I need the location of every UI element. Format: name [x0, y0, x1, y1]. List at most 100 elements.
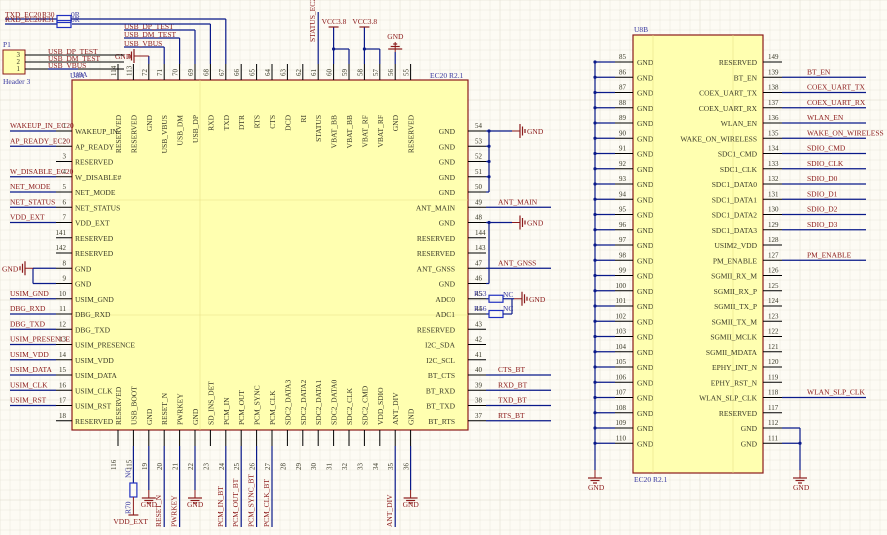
pin-number: 103	[616, 328, 627, 336]
pin-name: SDC2_CLK	[345, 387, 354, 425]
pin-name: GND	[637, 302, 654, 311]
resistor-r56[interactable]	[488, 309, 504, 319]
net-label-bt_en: BT_EN	[807, 67, 831, 76]
pin-number: 69	[187, 69, 195, 77]
gnd-label: GND	[387, 32, 404, 41]
pin-name: DCD	[283, 114, 292, 130]
pin-name: GND	[637, 73, 654, 82]
header-pin-number: 3	[17, 51, 21, 59]
pin-number: 124	[768, 297, 779, 305]
pin-name: SDC2_DATA2	[299, 380, 308, 425]
resistor-r30[interactable]	[56, 14, 72, 24]
pin-number: 45	[475, 290, 483, 298]
net-label-wake_on_wireless: WAKE_ON_WIRELESS	[807, 128, 884, 137]
pin-name: SGMII_TX_P	[714, 302, 757, 311]
pin-name: RESERVED	[417, 234, 456, 243]
u8a-body[interactable]	[71, 79, 469, 431]
pin-number: 30	[310, 463, 318, 471]
pin-number: 46	[475, 275, 483, 283]
net-label-pm_enable: PM_ENABLE	[807, 250, 852, 259]
pin-number: 39	[475, 381, 483, 389]
pin-number: 67	[218, 69, 226, 77]
gnd-label: GND	[527, 127, 544, 136]
u8b-designator: U8B	[634, 25, 648, 34]
pin-name: GND	[637, 317, 654, 326]
pin-number: 8	[63, 259, 67, 267]
pin-number: 53	[475, 137, 483, 145]
net-label-usim_gnd: USIM_GND	[10, 289, 49, 298]
pin-name: SDC2_DATA3	[283, 380, 292, 425]
net-label-pwrkey: PWRKEY	[170, 495, 179, 527]
schematic-elements: 1WAKEUP_INWAKEUP_IN_EC202AP_READYAP_READ…	[2, 0, 884, 527]
net-label-usb-dm-test: USB_DM_TEST	[124, 30, 177, 39]
pin-name: GND	[439, 280, 456, 289]
pin-name: GND	[637, 394, 654, 403]
junction-dot	[362, 47, 366, 51]
pin-name: RESERVED	[114, 386, 123, 425]
pin-number: 15	[59, 366, 67, 374]
resistor-r53[interactable]	[488, 294, 504, 303]
net-label-sdio_d1: SDIO_D1	[807, 189, 838, 198]
pin-name: GND	[637, 424, 654, 433]
pin-name: RESERVED	[114, 114, 123, 153]
pin-name: PWRKEY	[176, 393, 185, 425]
pin-number: 95	[619, 206, 627, 214]
pin-name: BT_RTS	[428, 417, 455, 426]
pin-number: 2	[63, 137, 67, 145]
pin-name: GND	[741, 439, 758, 448]
pin-number: 71	[156, 69, 164, 77]
pin-name: SGMII_MDATA	[706, 348, 758, 357]
resistor-value: NC	[503, 304, 513, 313]
pin-number: 54	[475, 122, 483, 130]
pin-name: GND	[391, 114, 400, 131]
pin-number: 126	[768, 267, 779, 275]
pin-name: ADC0	[435, 295, 455, 304]
net-label-vdd_ext: VDD_EXT	[10, 213, 45, 222]
u8b-body[interactable]	[632, 34, 764, 474]
pin-name: AP_READY	[75, 142, 115, 151]
pin-name: GND	[637, 378, 654, 387]
pin-name: PCM_CLK	[268, 390, 277, 425]
pin-number: 51	[475, 168, 483, 176]
net-label-usim_vdd: USIM_VDD	[10, 350, 49, 359]
pin-name: SD_INS_DET	[206, 381, 215, 425]
pin-number: 59	[341, 69, 349, 77]
pin-name: GND	[637, 134, 654, 143]
pin-number: 94	[619, 190, 627, 198]
pin-name: GND	[637, 333, 654, 342]
resistor-r31[interactable]	[56, 19, 72, 29]
pin-name: GND	[637, 363, 654, 372]
net-label-wlan_en: WLAN_EN	[807, 113, 844, 122]
pin-number: 121	[768, 343, 779, 351]
pin-name: VDD_SDIO	[376, 387, 385, 425]
pin-number: 112	[768, 419, 779, 427]
junction-dot	[332, 47, 336, 51]
pin-name: USIM_DATA	[75, 371, 117, 380]
pin-number: 25	[233, 463, 241, 471]
pin-name: SDC1_DATA3	[712, 226, 757, 235]
pin-name: RESERVED	[417, 249, 456, 258]
pin-number: 47	[475, 259, 483, 267]
pin-number: 14	[59, 351, 67, 359]
pin-name: SDC2_DATA0	[330, 380, 339, 425]
pin-name: RESERVED	[417, 325, 456, 334]
net-label-ant_div: ANT_DIV	[385, 494, 394, 527]
pin-number: 28	[279, 463, 287, 471]
pin-number: 106	[616, 373, 627, 381]
pin-number: 111	[768, 434, 778, 442]
pin-name: GND	[637, 119, 654, 128]
pin-name: WAKEUP_IN	[75, 127, 118, 136]
pin-name: GND	[439, 158, 456, 167]
p1-header-body[interactable]	[2, 49, 26, 75]
pin-name: W_DISABLE#	[75, 173, 121, 182]
net-label-sdio_d0: SDIO_D0	[807, 174, 838, 183]
net-label-usim_clk: USIM_CLK	[10, 380, 48, 389]
p1-comment: Header 3	[3, 77, 31, 86]
pin-name: VDD_EXT	[75, 219, 110, 228]
pin-number: 5	[63, 183, 67, 191]
pin-name: USIM_RST	[75, 402, 112, 411]
pin-number: 56	[387, 69, 395, 77]
pin-number: 10	[59, 290, 67, 298]
pin-name: SDC1_DATA2	[712, 211, 757, 220]
pin-name: SDC2_DATA1	[314, 380, 323, 425]
